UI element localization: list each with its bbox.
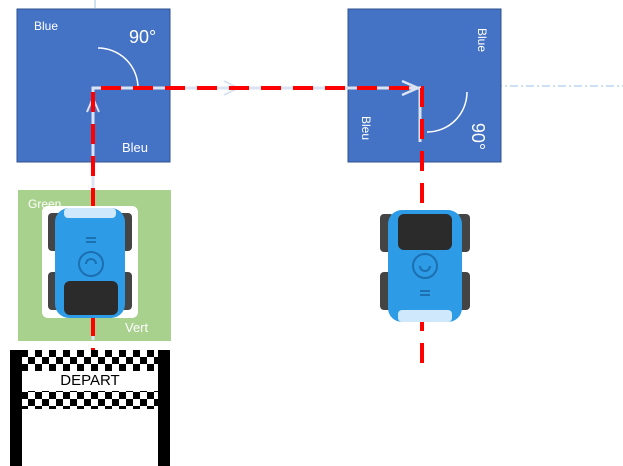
left-square-angle-label: 90° — [129, 27, 157, 47]
robot-end — [380, 210, 470, 322]
right-square-bottom-label: Bleu — [359, 115, 374, 141]
depart-label: DEPART — [22, 371, 158, 391]
arrow-head — [401, 79, 422, 97]
right-angle-arc — [426, 91, 468, 133]
right-square-angle-label: 90° — [468, 122, 489, 151]
right-blue-square — [347, 8, 502, 163]
start-gate — [10, 350, 170, 466]
left-square-bottom-label: Bleu — [122, 140, 149, 155]
right-square-top-label: Blue — [475, 27, 490, 53]
start-zone-top-label: Green — [28, 197, 62, 211]
left-square-top-label: Blue — [34, 19, 59, 33]
robot-start — [42, 206, 138, 318]
left-angle-arc — [97, 47, 139, 89]
start-zone-bottom-label: Vert — [125, 320, 149, 335]
